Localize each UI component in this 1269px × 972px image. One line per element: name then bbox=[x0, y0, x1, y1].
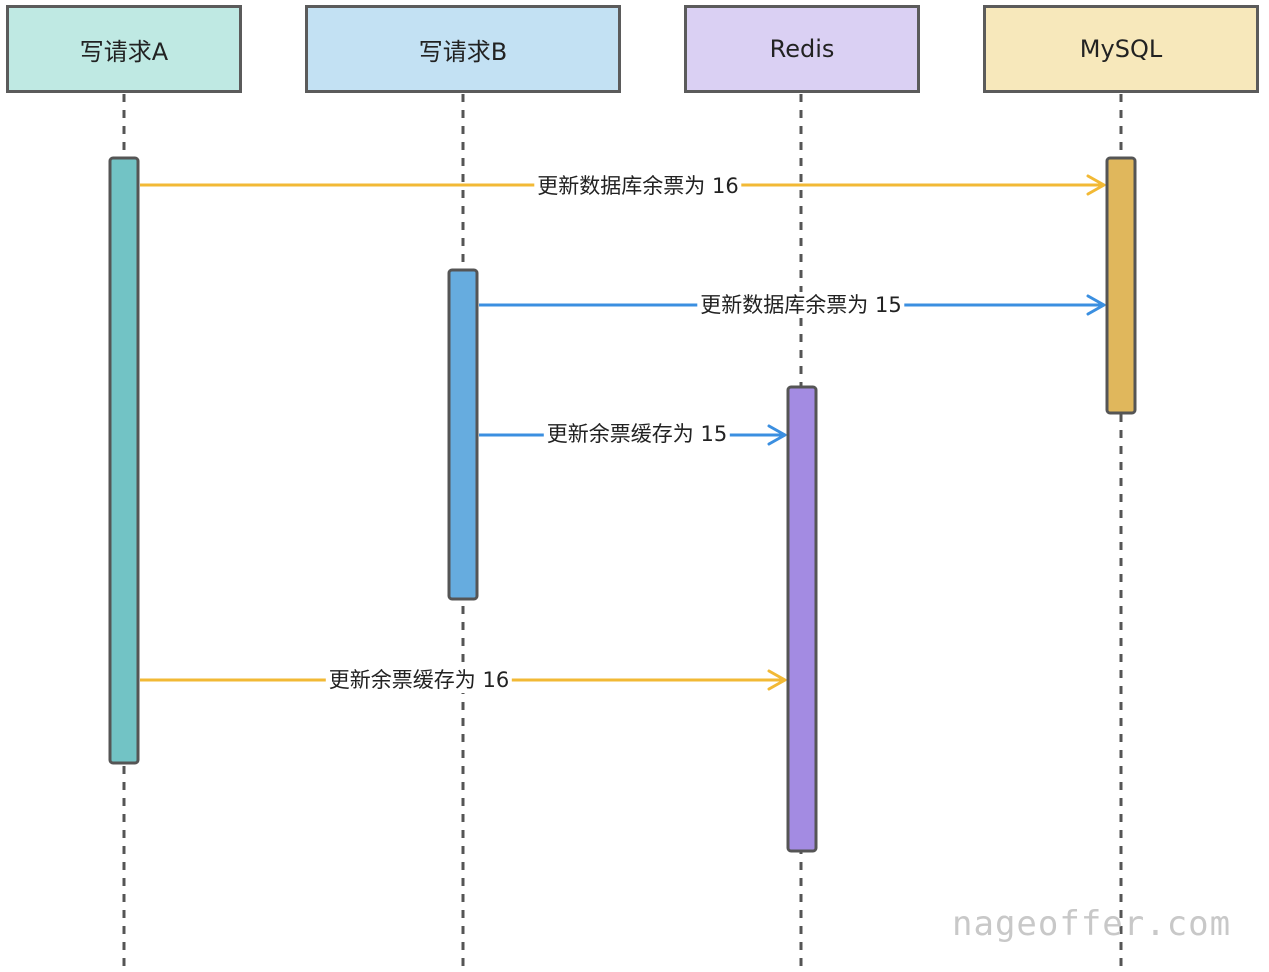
message-label-a-to-redis: 更新余票缓存为 16 bbox=[325, 667, 513, 693]
message-label-b-to-redis: 更新余票缓存为 15 bbox=[543, 421, 731, 447]
arrow-a-to-mysql-head bbox=[1086, 174, 1106, 196]
arrow-b-to-mysql-head bbox=[1086, 294, 1106, 316]
message-label-b-to-mysql: 更新数据库余票为 15 bbox=[697, 292, 905, 318]
participant-label: 写请求A bbox=[79, 37, 169, 66]
activation-write-request-b bbox=[447, 268, 479, 601]
arrow-a-to-redis-head bbox=[767, 669, 787, 691]
participant-label: 写请求B bbox=[418, 37, 508, 66]
activation-write-request-a bbox=[108, 156, 140, 765]
activation-mysql bbox=[1105, 156, 1137, 415]
participant-write-request-b: 写请求B bbox=[305, 5, 621, 93]
participant-mysql: MySQL bbox=[983, 5, 1259, 93]
message-label-a-to-mysql: 更新数据库余票为 16 bbox=[534, 173, 742, 199]
participant-label: Redis bbox=[769, 35, 835, 63]
arrow-b-to-redis-head bbox=[767, 424, 787, 446]
watermark: nageoffer.com bbox=[952, 904, 1232, 944]
participant-write-request-a: 写请求A bbox=[6, 5, 242, 93]
participant-label: MySQL bbox=[1079, 35, 1163, 63]
participant-redis: Redis bbox=[684, 5, 920, 93]
activation-redis bbox=[786, 385, 818, 853]
